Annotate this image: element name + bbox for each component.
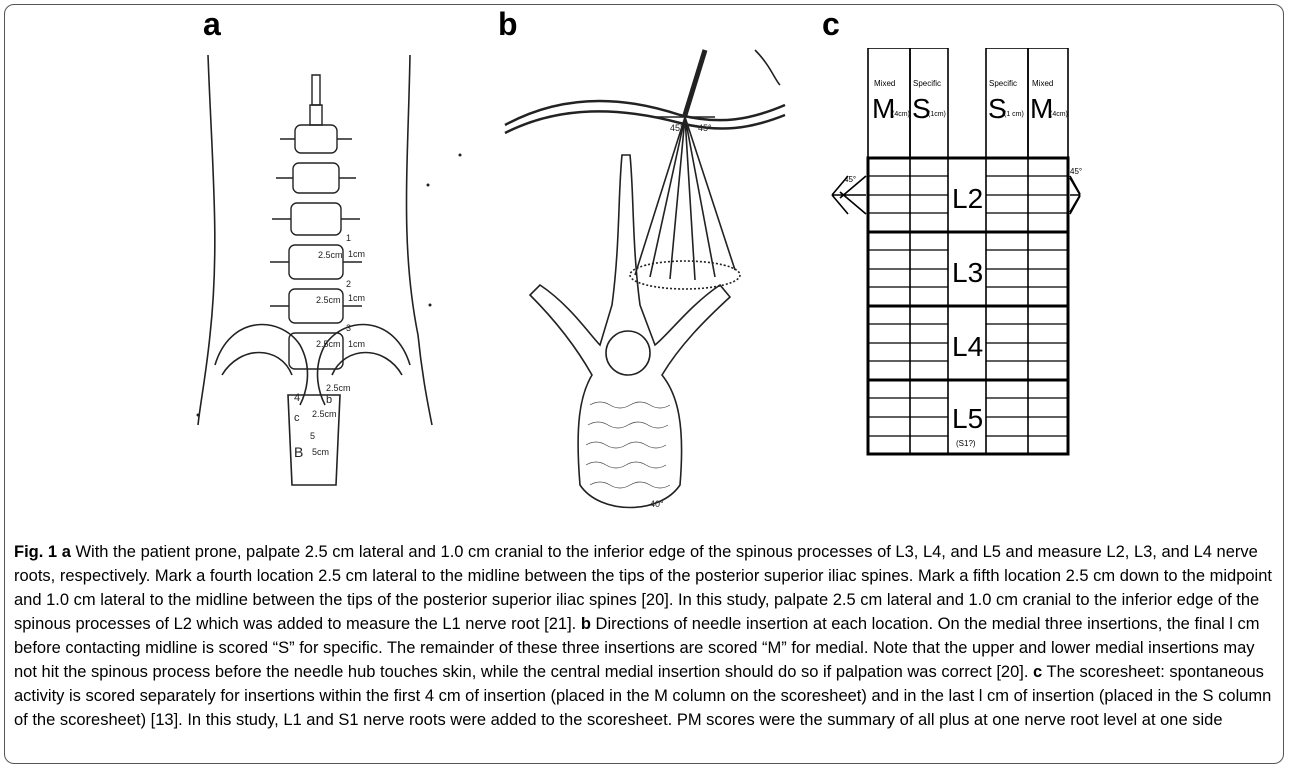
torso-left-outline: [198, 55, 215, 425]
annot-2-5cm-e: 2.5cm: [312, 409, 337, 419]
annot-1cm-c: 1cm: [348, 339, 365, 349]
panel-c-scoresheet: Mixed M (4cm) Specific S (1cm) Specific …: [818, 48, 1083, 463]
panel-b-letter: b: [498, 6, 518, 43]
spine-illustration: 1 2.5cm 1cm 2 2.5cm 1cm 3 2.5cm 1cm 2.5c…: [160, 45, 470, 530]
annot-3: 3: [346, 323, 351, 333]
annot-1cm-a: 1cm: [348, 249, 365, 259]
annot-2-5cm-b: 2.5cm: [316, 295, 341, 305]
annot-B: B: [294, 444, 303, 460]
hdr-right-specific-small: Specific: [989, 79, 1017, 88]
level-L2: L2: [952, 183, 983, 214]
annot-2-5cm-d: 2.5cm: [326, 383, 351, 393]
needle-illustration: 45° 45° 40°: [500, 45, 790, 530]
angle-right-label: 45°: [698, 123, 712, 133]
caption-fig-label: Fig. 1: [14, 543, 57, 561]
panel-c-letter: c: [822, 6, 840, 43]
hdr-left-mixed-unit: (4cm): [892, 111, 910, 118]
hdr-left-mixed-big: M: [872, 93, 895, 124]
torso-right-outline: [407, 55, 433, 425]
annot-1cm-b: 1cm: [348, 293, 365, 303]
panel-a-letter: a: [203, 6, 221, 43]
annot-1: 1: [346, 233, 351, 243]
caption-a-letter: a: [62, 543, 71, 561]
cone-base: [630, 261, 740, 289]
panel-a-spine-drawing: 1 2.5cm 1cm 2 2.5cm 1cm 3 2.5cm 1cm 2.5c…: [160, 45, 470, 530]
hdr-left-specific-unit: (1cm): [928, 111, 946, 118]
annot-2: 2: [346, 279, 351, 289]
hdr-right-specific-unit: (1 cm): [1004, 111, 1024, 118]
annot-5cm: 5cm: [312, 447, 329, 457]
arrow-angle-right: 45°: [1070, 167, 1082, 176]
hdr-right-mixed-small: Mixed: [1032, 79, 1053, 88]
caption-c-letter: c: [1033, 663, 1042, 681]
annot-b: b: [326, 394, 332, 406]
level-note-s1: (S1?): [956, 439, 976, 448]
annot-4: 4: [294, 392, 300, 404]
skin-line: [505, 101, 785, 125]
level-L4: L4: [952, 331, 983, 362]
annot-5: 5: [310, 431, 315, 441]
panel-b-needle-drawing: 45° 45° 40°: [500, 45, 790, 530]
level-L5: L5: [952, 403, 983, 434]
angle-left-label: 45°: [670, 123, 684, 133]
hdr-right-mixed-big: M: [1030, 93, 1053, 124]
annot-2-5cm-a: 2.5cm: [318, 250, 343, 260]
arrow-angle-left: 45°: [844, 175, 856, 184]
level-L3: L3: [952, 257, 983, 288]
hdr-left-specific-small: Specific: [913, 79, 941, 88]
figure-caption: Fig. 1 a With the patient prone, palpate…: [14, 540, 1276, 732]
hdr-right-specific-big: S: [988, 93, 1007, 124]
hdr-right-mixed-unit: (4cm): [1050, 111, 1068, 118]
hdr-left-specific-big: S: [912, 93, 931, 124]
annot-c: c: [294, 412, 300, 424]
needle: [685, 50, 705, 115]
angle-bottom-label: 40°: [650, 499, 664, 509]
scoresheet: Mixed M (4cm) Specific S (1cm) Specific …: [818, 48, 1083, 463]
annot-2-5cm-c: 2.5cm: [316, 339, 341, 349]
right-angle-arrows: [1070, 176, 1080, 214]
vertebral-foramen: [606, 331, 650, 375]
hdr-left-mixed-small: Mixed: [874, 79, 895, 88]
caption-b-letter: b: [581, 615, 591, 633]
